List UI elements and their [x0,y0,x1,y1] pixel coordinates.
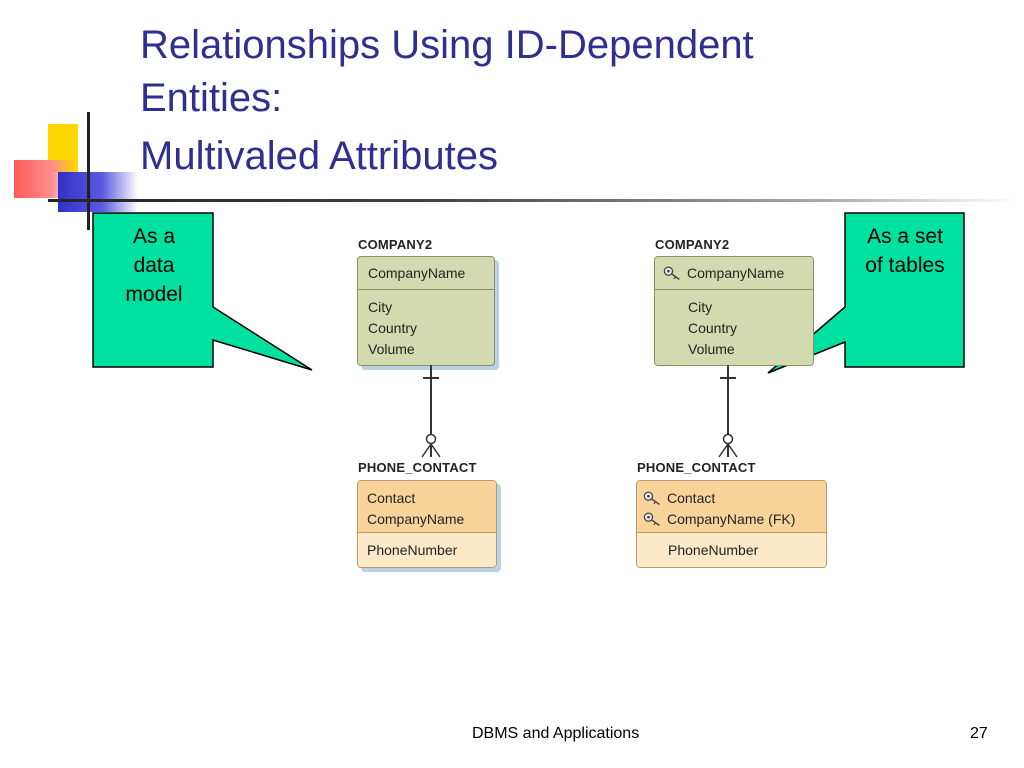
entity-key-attribute: Contact [367,489,416,506]
callout-right-line: of tables [865,254,945,277]
one-marker [423,377,439,379]
entity-key-section: Contact CompanyName (FK) [637,481,826,533]
callout-right-line: As a set [867,225,943,248]
entity-key-attribute: CompanyName [368,265,466,281]
slide-title-line-1: Relationships Using ID-Dependent [140,23,754,67]
entity-attribute-section: City Country Volume [655,290,813,359]
one-marker [720,377,736,379]
entity-key-section: CompanyName [655,257,813,290]
parent-entity-name: COMPANY2 [358,237,433,252]
title-underline [48,199,1018,202]
table-column: Volume [688,340,735,357]
entity-attribute: Country [368,319,418,336]
slide-footer: DBMS and Applications [472,725,640,742]
callout-right-shape [767,212,965,374]
primary-key-icon [663,266,680,280]
entity-attribute-section: City Country Volume [358,290,494,359]
slide-title-line-2: Entities: [140,76,283,120]
callout-left-text: As a data model [95,222,213,309]
entity-key-attribute: CompanyName [367,510,465,527]
table-column: PhoneNumber [668,541,759,558]
phone-contact-table: Contact CompanyName (FK) PhoneNumber [636,480,827,568]
entity-attribute: PhoneNumber [367,541,458,558]
relationship-line [430,365,432,457]
parent-table-name: COMPANY2 [655,237,730,252]
callout-left-line: As a [132,225,176,248]
company-table: CompanyName City Country Volume [654,256,814,366]
entity-key-section: Contact CompanyName [358,481,496,533]
primary-key-icon [643,490,660,505]
crows-foot-many-icon [421,433,441,458]
relationship-line [727,365,729,457]
company-entity: CompanyName City Country Volume [357,256,495,366]
phone-contact-entity: Contact CompanyName PhoneNumber [357,480,497,568]
child-table-name: PHONE_CONTACT [637,460,756,475]
decor-blue-bar [58,172,138,212]
table-column: Country [688,319,738,336]
decor-vertical-line [87,112,90,230]
entity-attribute: Volume [368,340,415,357]
entity-attribute-section: PhoneNumber [637,533,826,567]
child-entity-name: PHONE_CONTACT [358,460,477,475]
table-key-column: CompanyName (FK) [667,510,796,527]
table-key-column: CompanyName [687,265,785,281]
table-key-row: CompanyName (FK) [643,508,826,529]
entity-attribute-section: PhoneNumber [358,533,496,567]
table-key-row: Contact [643,487,826,508]
table-key-column: Contact [667,489,716,506]
callout-left-line: data [133,254,175,277]
entity-attribute: City [368,298,393,315]
table-column: City [688,298,713,315]
callout-left-line: model [125,283,183,306]
crows-foot-many-icon [718,433,738,458]
callout-right-text: As a set of tables [846,222,964,280]
slide-title-line-3: Multivaled Attributes [140,134,498,178]
entity-key-section: CompanyName [358,257,494,290]
primary-key-icon [643,511,660,526]
page-number: 27 [970,725,988,742]
callout-left-shape [92,212,313,371]
